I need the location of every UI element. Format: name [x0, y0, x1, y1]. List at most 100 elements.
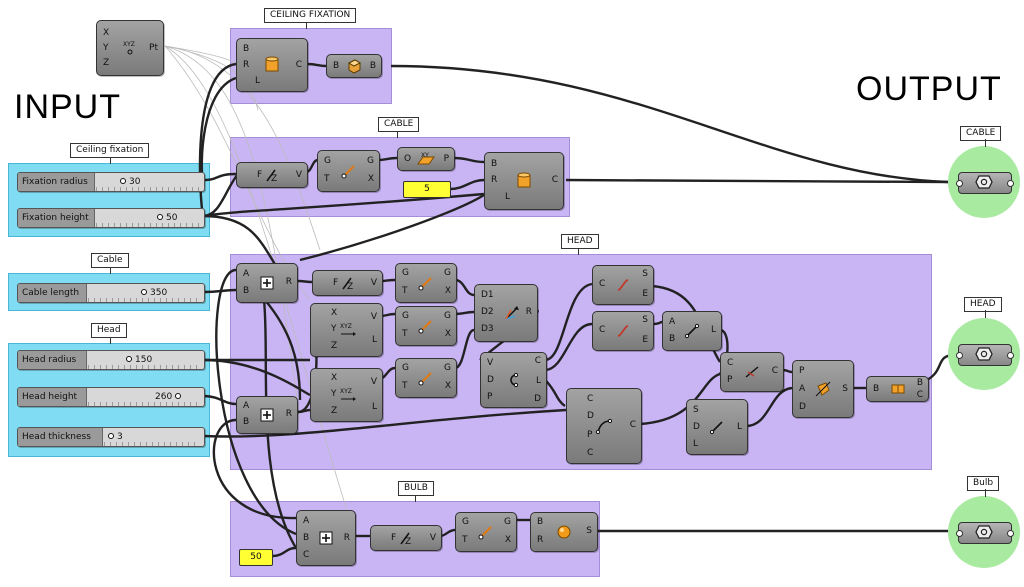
- port-a[interactable]: A: [799, 384, 806, 394]
- output-bulb[interactable]: [948, 496, 1020, 568]
- slider-knob[interactable]: [157, 214, 163, 220]
- move-component[interactable]: G T G X: [455, 512, 517, 552]
- port-d[interactable]: D: [487, 375, 494, 385]
- slider-knob[interactable]: [141, 289, 147, 295]
- output-port[interactable]: [1007, 530, 1014, 537]
- port-c-out[interactable]: C: [916, 390, 923, 400]
- port-a[interactable]: A: [243, 269, 250, 279]
- port-c[interactable]: C: [727, 358, 734, 368]
- port-e[interactable]: E: [642, 335, 648, 345]
- slider-cable-length[interactable]: Cable length 350: [17, 283, 205, 303]
- port-s[interactable]: S: [693, 405, 699, 415]
- port-b[interactable]: B: [243, 417, 250, 427]
- line-component[interactable]: A B L: [662, 311, 722, 351]
- cylinder-component[interactable]: B R L C: [236, 38, 308, 92]
- port-c[interactable]: C: [295, 60, 302, 70]
- construct-point-component[interactable]: X Y Z Pt XYZ: [96, 20, 164, 76]
- addition-component[interactable]: A B R: [236, 263, 298, 303]
- port-p[interactable]: P: [587, 430, 593, 440]
- move-component[interactable]: G T G X: [395, 358, 457, 398]
- port-c-out[interactable]: C: [771, 366, 778, 376]
- port-g-out[interactable]: G: [367, 156, 374, 166]
- port-d[interactable]: D: [693, 422, 700, 432]
- port-t[interactable]: T: [324, 174, 330, 184]
- port-d1[interactable]: D1: [481, 290, 494, 300]
- port-s[interactable]: S: [586, 526, 592, 536]
- output-port[interactable]: [1007, 180, 1014, 187]
- vector-xyz-component[interactable]: X Y Z V L XYZ: [310, 303, 383, 357]
- panel-bulb-value[interactable]: 50: [239, 549, 273, 566]
- port-t[interactable]: T: [402, 381, 408, 391]
- curve-divide-component[interactable]: V D P C L D: [480, 352, 547, 408]
- port-r[interactable]: R: [243, 60, 250, 70]
- port-b[interactable]: B: [243, 44, 250, 54]
- input-port[interactable]: [956, 530, 963, 537]
- port-b[interactable]: B: [537, 517, 544, 527]
- port-v[interactable]: V: [370, 312, 377, 322]
- port-c[interactable]: C: [599, 279, 606, 289]
- vector-xyz-component[interactable]: X Y Z V L XYZ: [310, 368, 383, 422]
- port-z[interactable]: Z: [331, 406, 338, 416]
- slider-head-radius[interactable]: Head radius 150: [17, 350, 205, 370]
- output-port[interactable]: [1007, 352, 1014, 359]
- move-component[interactable]: G T G X: [395, 263, 457, 303]
- addition-component[interactable]: A B R: [236, 396, 298, 434]
- port-x-out[interactable]: X: [367, 174, 374, 184]
- slider-knob[interactable]: [108, 433, 114, 439]
- slider-knob[interactable]: [120, 178, 126, 184]
- port-b[interactable]: B: [303, 533, 310, 543]
- revolve-component[interactable]: P A D S: [792, 360, 854, 418]
- port-b[interactable]: B: [491, 159, 498, 169]
- port-g[interactable]: G: [462, 517, 469, 527]
- port-b[interactable]: B: [333, 61, 340, 71]
- output-param[interactable]: [956, 344, 1014, 366]
- port-e[interactable]: E: [642, 289, 648, 299]
- cylinder-component[interactable]: B R L C: [484, 152, 564, 210]
- port-l[interactable]: L: [535, 376, 541, 386]
- line-sdl-component[interactable]: S D L L: [686, 399, 748, 455]
- port-g[interactable]: G: [402, 268, 409, 278]
- port-t[interactable]: T: [402, 286, 408, 296]
- port-r[interactable]: R: [285, 277, 292, 287]
- unit-z-component[interactable]: F V Z: [370, 525, 442, 551]
- port-t[interactable]: T: [462, 535, 468, 545]
- port-y[interactable]: Y: [331, 324, 337, 334]
- port-pt[interactable]: Pt: [149, 43, 158, 53]
- port-x-out[interactable]: X: [444, 329, 451, 339]
- pipe-component[interactable]: C D P C C: [566, 388, 642, 464]
- arc-3pt-component[interactable]: D1 D2 D3 R: [474, 284, 538, 342]
- output-cable[interactable]: [948, 146, 1020, 218]
- brep-component[interactable]: B B: [326, 54, 382, 78]
- port-g-out[interactable]: G: [444, 268, 451, 278]
- port-p[interactable]: P: [727, 375, 733, 385]
- port-y[interactable]: Y: [103, 43, 109, 53]
- port-f[interactable]: F: [333, 278, 339, 288]
- port-v[interactable]: V: [487, 358, 494, 368]
- port-d2[interactable]: D2: [481, 307, 494, 317]
- xy-plane-component[interactable]: O P XY: [397, 147, 455, 171]
- port-a[interactable]: A: [303, 516, 310, 526]
- port-l[interactable]: L: [693, 439, 699, 449]
- port-c[interactable]: C: [587, 394, 594, 404]
- port-z[interactable]: Z: [103, 58, 110, 68]
- slider-fixation-radius[interactable]: Fixation radius 30: [17, 172, 205, 192]
- port-g[interactable]: G: [402, 311, 409, 321]
- port-o[interactable]: O: [404, 154, 412, 164]
- port-b[interactable]: B: [873, 384, 880, 394]
- port-p[interactable]: P: [443, 154, 449, 164]
- port-s[interactable]: S: [642, 315, 648, 325]
- port-x[interactable]: X: [331, 308, 338, 318]
- extend-curve-component[interactable]: C P C: [720, 352, 784, 392]
- move-component[interactable]: G T G X: [317, 150, 380, 192]
- port-g-out[interactable]: G: [504, 517, 511, 527]
- port-d-out[interactable]: D: [534, 394, 541, 404]
- port-l[interactable]: L: [371, 335, 377, 345]
- slider-track[interactable]: [96, 173, 200, 191]
- port-s[interactable]: S: [842, 384, 848, 394]
- port-p[interactable]: P: [487, 392, 493, 402]
- port-c[interactable]: C: [534, 356, 541, 366]
- unit-z-component[interactable]: F V Z: [236, 162, 308, 188]
- port-l[interactable]: L: [710, 325, 716, 335]
- evaluate-curve-component[interactable]: C S E: [592, 265, 654, 305]
- port-x-out[interactable]: X: [444, 381, 451, 391]
